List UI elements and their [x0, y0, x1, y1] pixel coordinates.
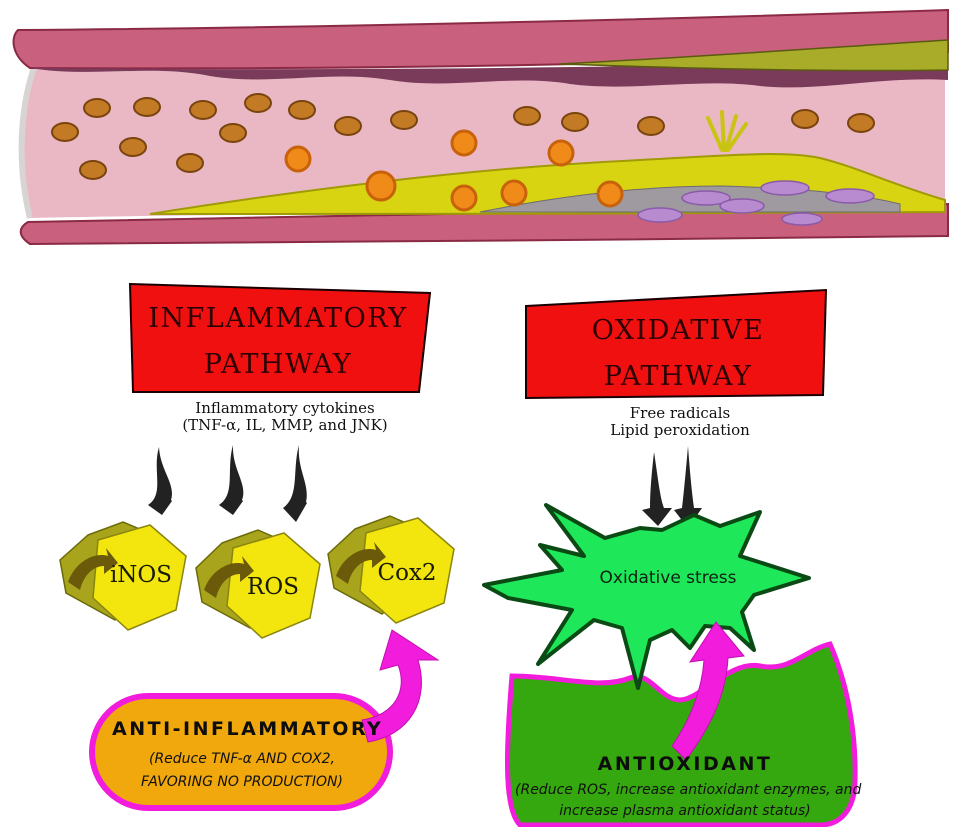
- cox2-label: Cox2: [362, 560, 452, 586]
- oxidative-subtitle-line1: Free radicals: [560, 405, 800, 422]
- inos-label: iNOS: [96, 562, 186, 588]
- antioxidant-note-line2: increase plasma antioxidant status): [515, 800, 855, 822]
- foam-cell: [761, 181, 809, 195]
- oxidative-title-line2: PATHWAY: [548, 354, 808, 400]
- macrophage: [598, 182, 622, 206]
- rbc: [80, 161, 106, 179]
- foam-cell: [638, 208, 682, 222]
- foam-cell: [826, 189, 874, 203]
- oxidative-subtitle-line2: Lipid peroxidation: [560, 422, 800, 439]
- macrophage: [452, 131, 476, 155]
- inflammatory-subtitle-line2: (TNF-α, IL, MMP, and JNK): [150, 417, 420, 434]
- rbc: [190, 101, 216, 119]
- rbc: [514, 107, 540, 125]
- rbc: [638, 117, 664, 135]
- dark-arrow: [148, 447, 172, 515]
- rbc: [120, 138, 146, 156]
- anti-inflammatory-note-line2: FAVORING NO PRODUCTION): [112, 771, 372, 793]
- rbc: [848, 114, 874, 132]
- rbc: [220, 124, 246, 142]
- rbc: [52, 123, 78, 141]
- macrophage: [549, 141, 573, 165]
- antioxidant-note-line1: (Reduce ROS, increase antioxidant enzyme…: [515, 779, 855, 801]
- inflammatory-title-line1: INFLAMMATORY: [148, 296, 408, 342]
- inflammatory-subtitle-line1: Inflammatory cytokines: [150, 400, 420, 417]
- antioxidant-title: ANTIOXIDANT: [520, 753, 850, 775]
- anti-inflammatory-title: ANTI-INFLAMMATORY: [112, 718, 372, 740]
- rbc: [335, 117, 361, 135]
- rbc: [245, 94, 271, 112]
- rbc: [391, 111, 417, 129]
- dark-arrow: [642, 452, 672, 526]
- oxidative-stress-label: Oxidative stress: [578, 568, 758, 588]
- rbc: [134, 98, 160, 116]
- rbc: [289, 101, 315, 119]
- foam-cell: [720, 199, 764, 213]
- rbc: [84, 99, 110, 117]
- macrophage: [452, 186, 476, 210]
- macrophage: [502, 181, 526, 205]
- inflammatory-title-line2: PATHWAY: [148, 342, 408, 388]
- rbc: [562, 113, 588, 131]
- dark-arrow: [219, 445, 243, 515]
- oxidative-title-line1: OXIDATIVE: [548, 308, 808, 354]
- anti-inflammatory-note-line1: (Reduce TNF-α AND COX2,: [112, 748, 372, 770]
- dark-arrow: [283, 445, 307, 522]
- inflammatory-arrows: [148, 445, 307, 522]
- ros-label: ROS: [228, 574, 318, 600]
- blood-vessel-illustration: [14, 10, 948, 244]
- macrophage: [367, 172, 395, 200]
- foam-cell: [782, 213, 822, 225]
- oxidative-stress-starburst: [484, 505, 809, 688]
- macrophage: [286, 147, 310, 171]
- rbc: [177, 154, 203, 172]
- rbc: [792, 110, 818, 128]
